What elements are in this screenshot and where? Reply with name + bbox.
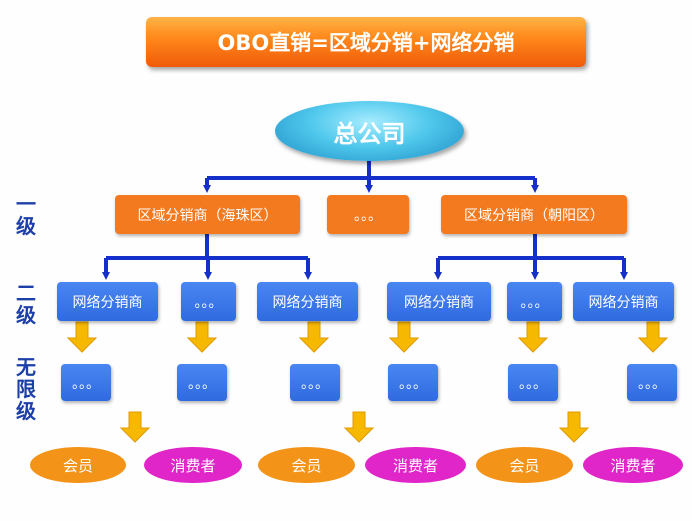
down-arrow-icon	[558, 411, 590, 443]
consumer-node-2: 消费者	[365, 447, 466, 483]
down-arrow-icon	[517, 321, 549, 353]
level-1-char-2: 级	[16, 214, 36, 238]
title-text: OBO直销=区域分销+网络分销	[217, 31, 515, 55]
down-arrow-icon	[186, 321, 218, 353]
region-distributor-more: 。。。	[327, 195, 409, 234]
down-arrow-icon	[637, 321, 669, 353]
sub-level-node-1: 。。。	[61, 364, 111, 401]
yellow-arrows	[66, 321, 669, 443]
level-3-label: 无 限 级	[12, 356, 40, 422]
network-distributor-3: 网络分销商	[387, 282, 491, 321]
down-arrow-icon	[388, 321, 420, 353]
level-2-char-1: 二	[16, 281, 36, 305]
hq-connectors	[203, 160, 539, 193]
member-node-2: 会员	[258, 447, 355, 483]
level-3-char-2: 限	[16, 377, 36, 401]
left-region-connectors	[102, 234, 312, 280]
network-distributor-4: 网络分销商	[573, 282, 674, 321]
level-3-char-3: 级	[16, 399, 36, 423]
network-distributor-more-1: 。。。	[181, 282, 236, 321]
sub-level-node-4: 。。。	[388, 364, 438, 401]
sub-level-node-6: 。。。	[627, 364, 677, 401]
network-distributor-1: 网络分销商	[57, 282, 158, 321]
title-banner: OBO直销=区域分销+网络分销	[146, 17, 586, 67]
level-1-label: 一 级	[12, 193, 40, 237]
level-1-char-1: 一	[16, 192, 36, 216]
region-distributor-chaoyang: 区域分销商（朝阳区）	[441, 195, 627, 234]
sub-level-node-2: 。。。	[177, 364, 227, 401]
right-region-connectors	[434, 234, 628, 280]
level-3-char-1: 无	[16, 355, 36, 379]
network-distributor-more-2: 。。。	[507, 282, 562, 321]
hq-label: 总公司	[333, 119, 406, 148]
region-distributor-haizhu: 区域分销商（海珠区）	[115, 195, 300, 234]
sub-level-node-3: 。。。	[290, 364, 340, 401]
member-node-3: 会员	[476, 447, 573, 483]
level-2-char-2: 级	[16, 303, 36, 327]
level-2-label: 二 级	[12, 282, 40, 326]
down-arrow-icon	[298, 321, 330, 353]
down-arrow-icon	[66, 321, 98, 353]
consumer-node-1: 消费者	[144, 447, 242, 483]
headquarters-node: 总公司	[275, 101, 464, 161]
sub-level-node-5: 。。。	[508, 364, 558, 401]
network-distributor-2: 网络分销商	[257, 282, 358, 321]
consumer-node-3: 消费者	[583, 447, 683, 483]
down-arrow-icon	[343, 411, 375, 443]
member-node-1: 会员	[30, 447, 126, 483]
down-arrow-icon	[119, 411, 151, 443]
